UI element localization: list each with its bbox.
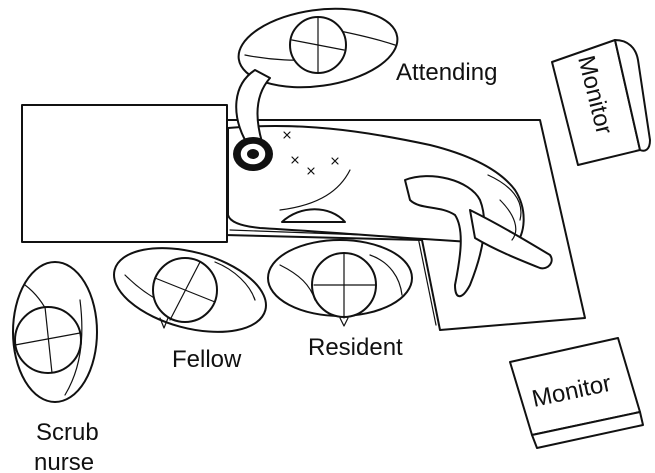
fellow — [105, 233, 275, 347]
attending-label: Attending — [396, 59, 497, 86]
scrub-nurse-label-line2: nurse — [34, 449, 94, 473]
sterile-drape-screen — [22, 105, 227, 242]
fellow-label: Fellow — [172, 346, 242, 373]
scrub-nurse-label-line1: Scrub — [36, 419, 99, 446]
scrub-nurse — [13, 262, 97, 402]
resident — [268, 240, 412, 326]
camera-scope-icon — [233, 137, 273, 171]
resident-label: Resident — [308, 334, 403, 361]
